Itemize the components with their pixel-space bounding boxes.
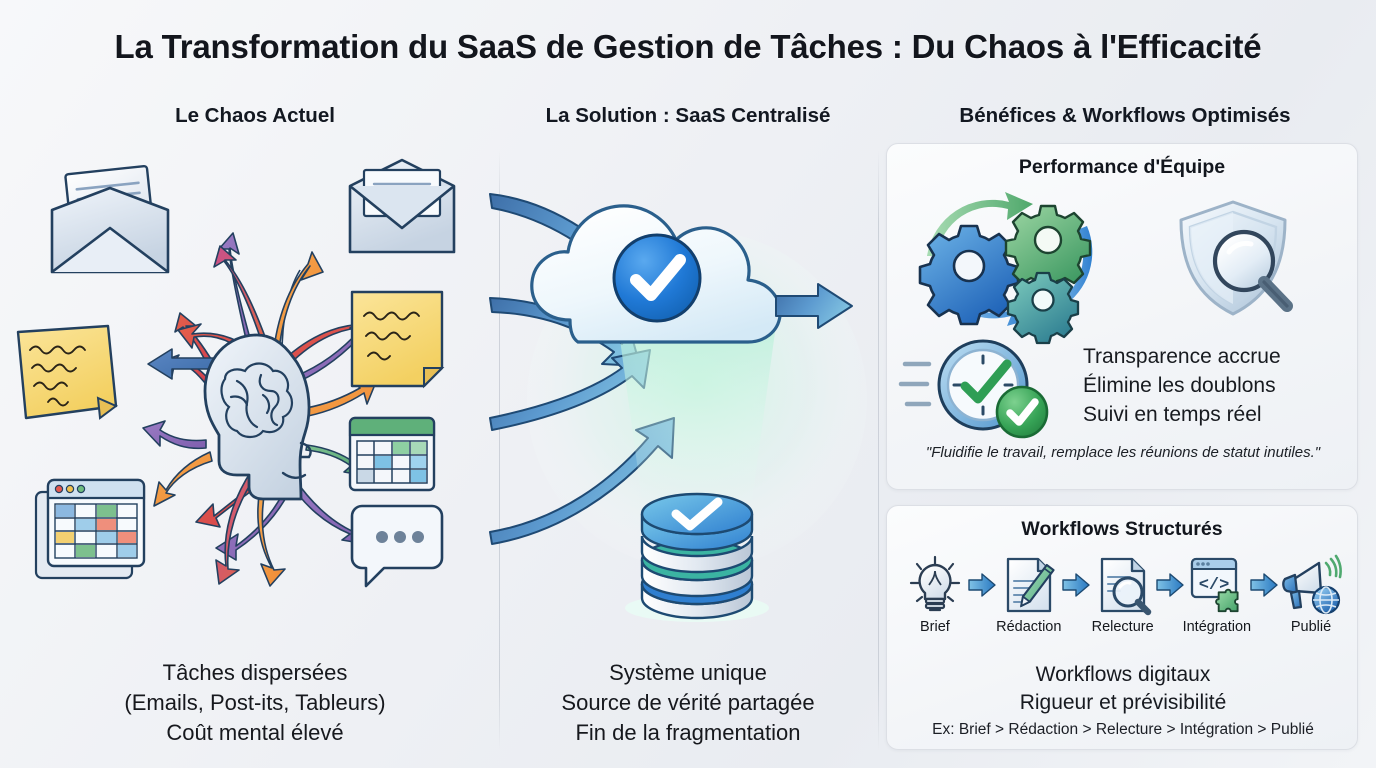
performance-quote: "Fluidifie le travail, remplace les réun… — [925, 444, 1321, 461]
code-window-puzzle-icon: </> — [1183, 553, 1252, 617]
workflow-step-brief[interactable]: Brief — [901, 553, 969, 635]
solution-illustration — [489, 150, 880, 640]
chaos-caption: Tâches dispersées (Emails, Post-its, Tab… — [55, 658, 455, 748]
sticky-note-icon-2 — [350, 290, 445, 389]
chat-bubble-icon — [350, 504, 444, 588]
workflow-step-redaction[interactable]: Rédaction — [995, 553, 1063, 635]
svg-text:</>: </> — [1199, 576, 1230, 595]
arrow-right-icon — [1062, 553, 1090, 617]
document-magnifier-icon — [1089, 553, 1157, 617]
gear-teal-icon — [1006, 271, 1080, 345]
workflow-step-integration[interactable]: </> Intégration — [1182, 553, 1252, 635]
kanban-window-icon — [34, 478, 146, 580]
open-envelope-icon — [50, 164, 170, 274]
chaos-illustration — [16, 150, 490, 630]
solution-caption-line-2: Source de vérité partagée — [561, 690, 815, 715]
workflows-footer: Workflows digitaux Rigueur et prévisibil… — [887, 661, 1359, 739]
performance-panel-title: Performance d'Équipe — [1018, 156, 1226, 178]
spreadsheet-icon — [348, 416, 436, 492]
solution-caption-line-1: Système unique — [609, 660, 767, 685]
benefit-line-2: Élimine les doublons — [1083, 374, 1276, 397]
page-title: La Transformation du SaaS de Gestion de … — [114, 28, 1262, 65]
workflow-step-label: Intégration — [1182, 619, 1252, 635]
column-header-benefits: Bénéfices & Workflows Optimisés — [959, 104, 1291, 127]
solution-caption-line-3: Fin de la fragmentation — [575, 720, 801, 745]
benefit-line-3: Suivi en temps réel — [1083, 403, 1262, 426]
sticky-note-icon — [16, 324, 118, 420]
outbound-arrow-icon — [775, 283, 853, 329]
arrow-right-icon — [1250, 553, 1278, 617]
workflows-footer-line-1: Workflows digitaux — [1035, 663, 1211, 686]
workflow-step-publie[interactable]: Publié — [1277, 553, 1345, 635]
chaos-caption-line-1: Tâches dispersées — [162, 660, 348, 685]
cloud-check-icon — [530, 204, 782, 344]
clock-check-icon — [898, 339, 1049, 439]
benefit-lines: Transparence accrue Élimine les doublons… — [1083, 342, 1351, 429]
column-divider-left — [499, 150, 500, 750]
solution-caption: Système unique Source de vérité partagée… — [500, 658, 876, 748]
workflows-footer-line-2: Rigueur et prévisibilité — [1019, 691, 1227, 714]
workflow-steps: Brief — [901, 553, 1345, 651]
lightbulb-icon — [901, 553, 969, 617]
workflows-footer-line-3: Ex: Brief > Rédaction > Relecture > Inté… — [932, 721, 1314, 738]
chaos-caption-line-3: Coût mental élevé — [166, 720, 344, 745]
workflows-panel-title: Workflows Structurés — [1021, 518, 1223, 540]
column-divider-right — [878, 150, 879, 750]
chaos-caption-line-2: (Emails, Post-its, Tableurs) — [124, 690, 386, 715]
database-check-icon — [625, 492, 769, 622]
workflow-step-label: Brief — [920, 619, 950, 635]
arrow-right-icon — [1155, 553, 1184, 617]
shield-magnifier-icon — [1179, 200, 1293, 316]
workflow-step-label: Rédaction — [996, 619, 1062, 635]
head-brain-icon — [203, 333, 312, 501]
benefit-line-1: Transparence accrue — [1083, 345, 1281, 368]
workflows-panel: Workflows Structurés — [886, 505, 1358, 750]
gear-blue-icon — [918, 224, 1020, 326]
workflow-step-label: Publié — [1290, 619, 1332, 635]
megaphone-globe-icon — [1277, 553, 1345, 617]
workflow-step-label: Relecture — [1091, 619, 1154, 635]
column-header-solution: La Solution : SaaS Centralisé — [545, 104, 831, 127]
column-header-chaos: Le Chaos Actuel — [175, 104, 335, 127]
closed-envelope-icon — [348, 158, 456, 254]
document-pen-icon — [995, 553, 1063, 617]
gears-cycle-icon — [918, 192, 1093, 345]
arrow-right-icon — [968, 553, 996, 617]
workflow-step-relecture[interactable]: Relecture — [1089, 553, 1157, 635]
performance-panel: Performance d'Équipe — [886, 143, 1358, 490]
